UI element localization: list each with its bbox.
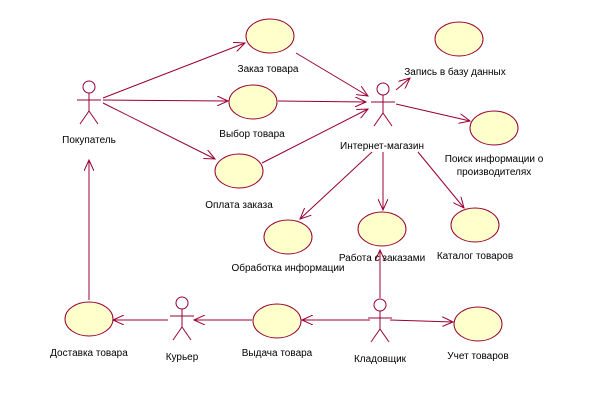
label-pay: Оплата заказа: [205, 200, 273, 211]
label-shop: Интернет-магазин: [340, 141, 424, 152]
label-courier: Курьер: [166, 352, 199, 363]
usecase-delivery[interactable]: [64, 301, 114, 337]
usecase-orders-work[interactable]: [357, 211, 407, 247]
label-orders-work: Работа с заказами: [339, 252, 425, 264]
label-db-record: Запись в базу данных: [404, 66, 506, 78]
edge-buyer-pay: [102, 102, 215, 159]
edge-buyer-order: [102, 43, 245, 99]
edge-shop-db: [395, 78, 410, 91]
label-order: Заказ товара: [238, 64, 299, 75]
label-issue: Выдача товара: [242, 348, 313, 359]
label-search-info-2: производителях: [457, 167, 532, 178]
edge-pay-shop: [261, 109, 368, 164]
usecase-accounting[interactable]: [453, 306, 503, 342]
label-process-info: Обработка информации: [231, 262, 344, 274]
usecase-issue[interactable]: [252, 303, 302, 339]
label-storekeeper: Кладовщик: [354, 354, 407, 365]
usecase-order[interactable]: [245, 18, 295, 54]
label-buyer: Покупатель: [62, 135, 116, 146]
label-delivery: Доставка товара: [50, 348, 128, 359]
actor-courier[interactable]: [170, 296, 194, 341]
edge-order-shop: [295, 52, 368, 96]
edge-shop-process: [300, 151, 373, 219]
edge-buyer-choose: [102, 100, 228, 101]
label-catalog: Каталог товаров: [437, 251, 513, 262]
label-accounting: Учет товаров: [447, 351, 508, 362]
actors: [77, 80, 395, 343]
edge-choose-shop: [277, 101, 366, 102]
labels: Покупатель Интернет-магазин Курьер Кладо…: [50, 64, 544, 365]
usecase-choose[interactable]: [228, 84, 278, 120]
usecase-catalog[interactable]: [450, 207, 500, 243]
edge-keeper-accounting: [389, 320, 453, 322]
usecase-db-record[interactable]: [434, 21, 484, 57]
connectors: [89, 43, 470, 322]
label-choose: Выбор товара: [219, 128, 285, 140]
actor-buyer[interactable]: [77, 80, 101, 125]
usecase-process-info[interactable]: [263, 219, 313, 255]
edge-shop-search: [395, 103, 470, 121]
edge-shop-catalog: [417, 151, 464, 208]
actor-shop[interactable]: [371, 82, 395, 127]
label-search-info-1: Поиск информации о: [445, 153, 544, 165]
use-cases: [64, 18, 519, 342]
usecase-search-info[interactable]: [469, 110, 519, 146]
actor-storekeeper[interactable]: [368, 298, 392, 343]
usecase-pay[interactable]: [214, 153, 264, 189]
